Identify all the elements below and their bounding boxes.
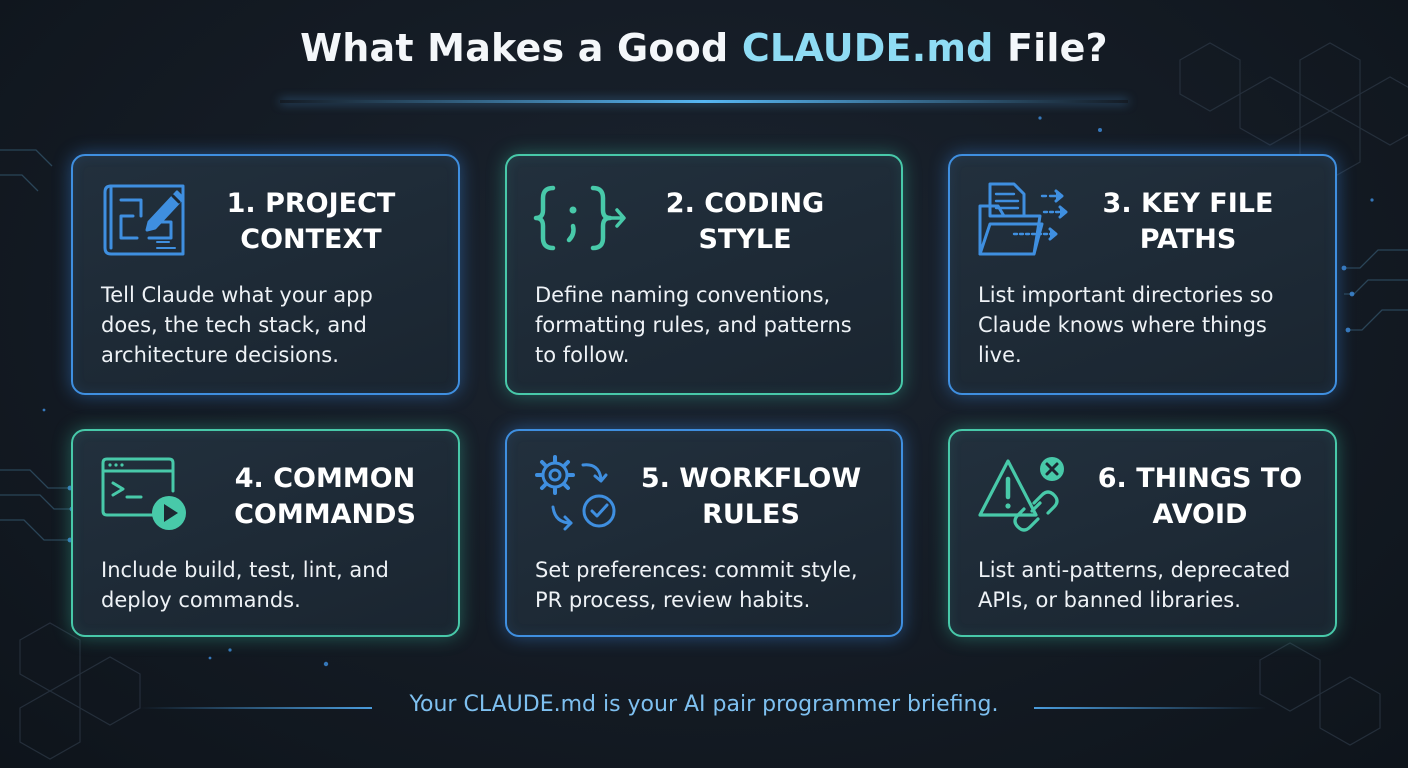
card-title: 1. PROJECT CONTEXT xyxy=(226,188,396,255)
card-title: 3. KEY FILE PATHS xyxy=(1102,188,1274,255)
card-title: 4. COMMON COMMANDS xyxy=(234,463,416,530)
card-common-commands: 4. COMMON COMMANDS Include build, test, … xyxy=(71,429,460,637)
title-pre: What Makes a Good xyxy=(300,26,742,70)
card-workflow-rules: 5. WORKFLOW RULES Set preferences: commi… xyxy=(505,429,903,637)
card-project-context: 1. PROJECT CONTEXT Tell Claude what your… xyxy=(71,154,460,395)
footer-divider-left xyxy=(140,707,372,709)
warning-broken-link-icon xyxy=(974,451,1070,535)
card-things-to-avoid: 6. THINGS TO AVOID List anti-patterns, d… xyxy=(948,429,1337,637)
card-title: 5. WORKFLOW RULES xyxy=(640,463,862,530)
curly-braces-icon xyxy=(531,176,627,260)
card-key-file-paths: 3. KEY FILE PATHS List important directo… xyxy=(948,154,1337,395)
card-title: 2. CODING STYLE xyxy=(665,188,825,255)
blueprint-pencil-icon xyxy=(97,176,193,260)
gear-cycle-check-icon xyxy=(531,451,627,535)
title-underline xyxy=(280,100,1128,103)
footer-divider-right xyxy=(1034,707,1266,709)
title-accent: CLAUDE.md xyxy=(741,26,994,70)
card-description: Define naming conventions, formatting ru… xyxy=(535,283,852,367)
title-post: File? xyxy=(993,26,1108,70)
card-description: List important directories so Claude kno… xyxy=(978,283,1274,367)
card-description: List anti-patterns, deprecated APIs, or … xyxy=(978,558,1291,612)
card-description: Include build, test, lint, and deploy co… xyxy=(101,558,389,612)
page-title: What Makes a Good CLAUDE.md File? xyxy=(0,26,1408,70)
terminal-play-icon xyxy=(97,451,193,535)
card-title: 6. THINGS TO AVOID xyxy=(1097,463,1303,530)
card-description: Tell Claude what your app does, the tech… xyxy=(101,283,373,367)
footer-tagline: Your CLAUDE.md is your AI pair programme… xyxy=(409,692,999,717)
card-description: Set preferences: commit style, PR proces… xyxy=(535,558,858,612)
card-coding-style: 2. CODING STYLE Define naming convention… xyxy=(505,154,903,395)
folder-arrows-icon xyxy=(974,176,1070,260)
